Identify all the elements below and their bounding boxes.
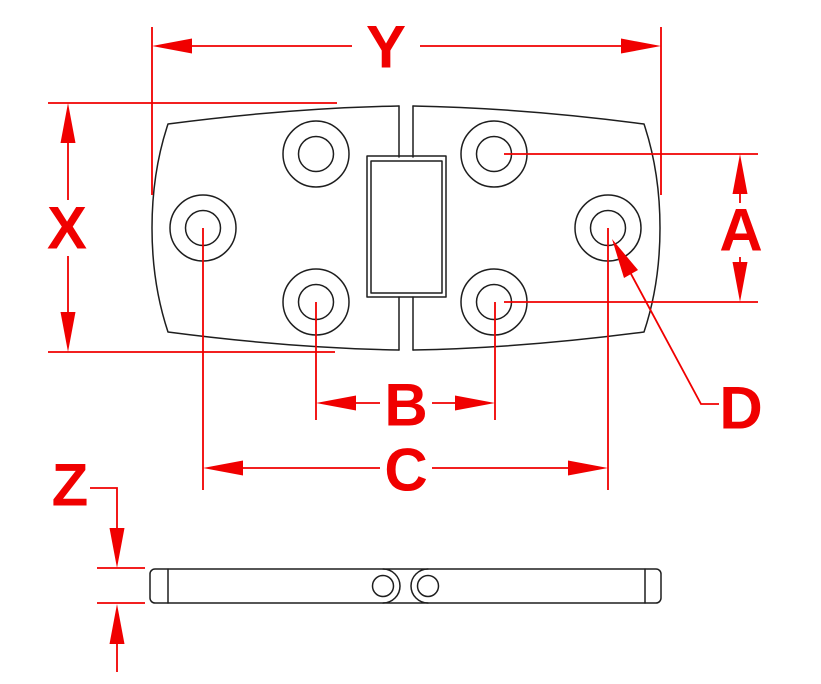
hole-outer-circle: [282, 120, 350, 188]
right-leaf-outline: [412, 105, 661, 351]
x-arrow-bottom-icon: [60, 312, 76, 352]
side-view: [149, 568, 662, 604]
pin-circle-left: [371, 574, 395, 598]
z-arrow-top-icon: [109, 528, 125, 568]
y-arrow-left-icon: [152, 38, 192, 54]
pin-circle-right: [416, 574, 440, 598]
left-leaf-outline: [151, 105, 400, 351]
hole-inner-circle: [297, 135, 335, 173]
z-leader-line: [90, 487, 118, 530]
hinge-gap-lines: [398, 105, 414, 351]
a-extension-lines: [504, 153, 758, 303]
dim-label-c: C: [384, 437, 427, 504]
z-extension-lines: [97, 567, 145, 604]
d-arrow-icon: [612, 239, 638, 278]
y-arrow-right-icon: [621, 38, 661, 54]
dim-label-d: D: [719, 375, 762, 442]
dimension-x: X: [47, 102, 337, 353]
leader-d: D: [612, 239, 763, 442]
b-arrow-right-icon: [455, 395, 495, 411]
knuckle-arc-left: [382, 568, 401, 604]
c-arrow-right-icon: [568, 460, 608, 476]
dim-label-b: B: [384, 372, 427, 439]
z-arrow-bottom-icon: [109, 604, 125, 644]
b-extension-lines: [315, 302, 496, 420]
top-view: [151, 105, 661, 351]
dimension-z: Z: [52, 452, 145, 672]
x-extension-lines: [48, 102, 337, 353]
dim-label-y: Y: [366, 14, 406, 81]
dimension-b: B: [315, 302, 496, 439]
knuckle-rect-outer: [366, 155, 447, 298]
y-extension-lines: [151, 27, 662, 195]
dim-label-a: A: [719, 197, 762, 264]
dimension-c: C: [202, 228, 609, 504]
hole-top-left: [282, 120, 350, 188]
dim-label-x: X: [47, 195, 87, 262]
d-leader-line: [615, 245, 719, 405]
a-arrow-top-icon: [732, 154, 748, 194]
c-extension-lines: [202, 228, 609, 490]
side-profile-bar: [149, 568, 662, 604]
x-arrow-top-icon: [60, 103, 76, 143]
dim-label-z: Z: [52, 452, 89, 519]
dimension-y: Y: [151, 14, 662, 195]
c-arrow-left-icon: [203, 460, 243, 476]
dimension-a: A: [504, 153, 763, 303]
knuckle-rect-inner: [370, 160, 443, 294]
b-arrow-left-icon: [316, 395, 356, 411]
a-arrow-bottom-icon: [732, 262, 748, 302]
knuckle-arc-right: [410, 568, 429, 604]
